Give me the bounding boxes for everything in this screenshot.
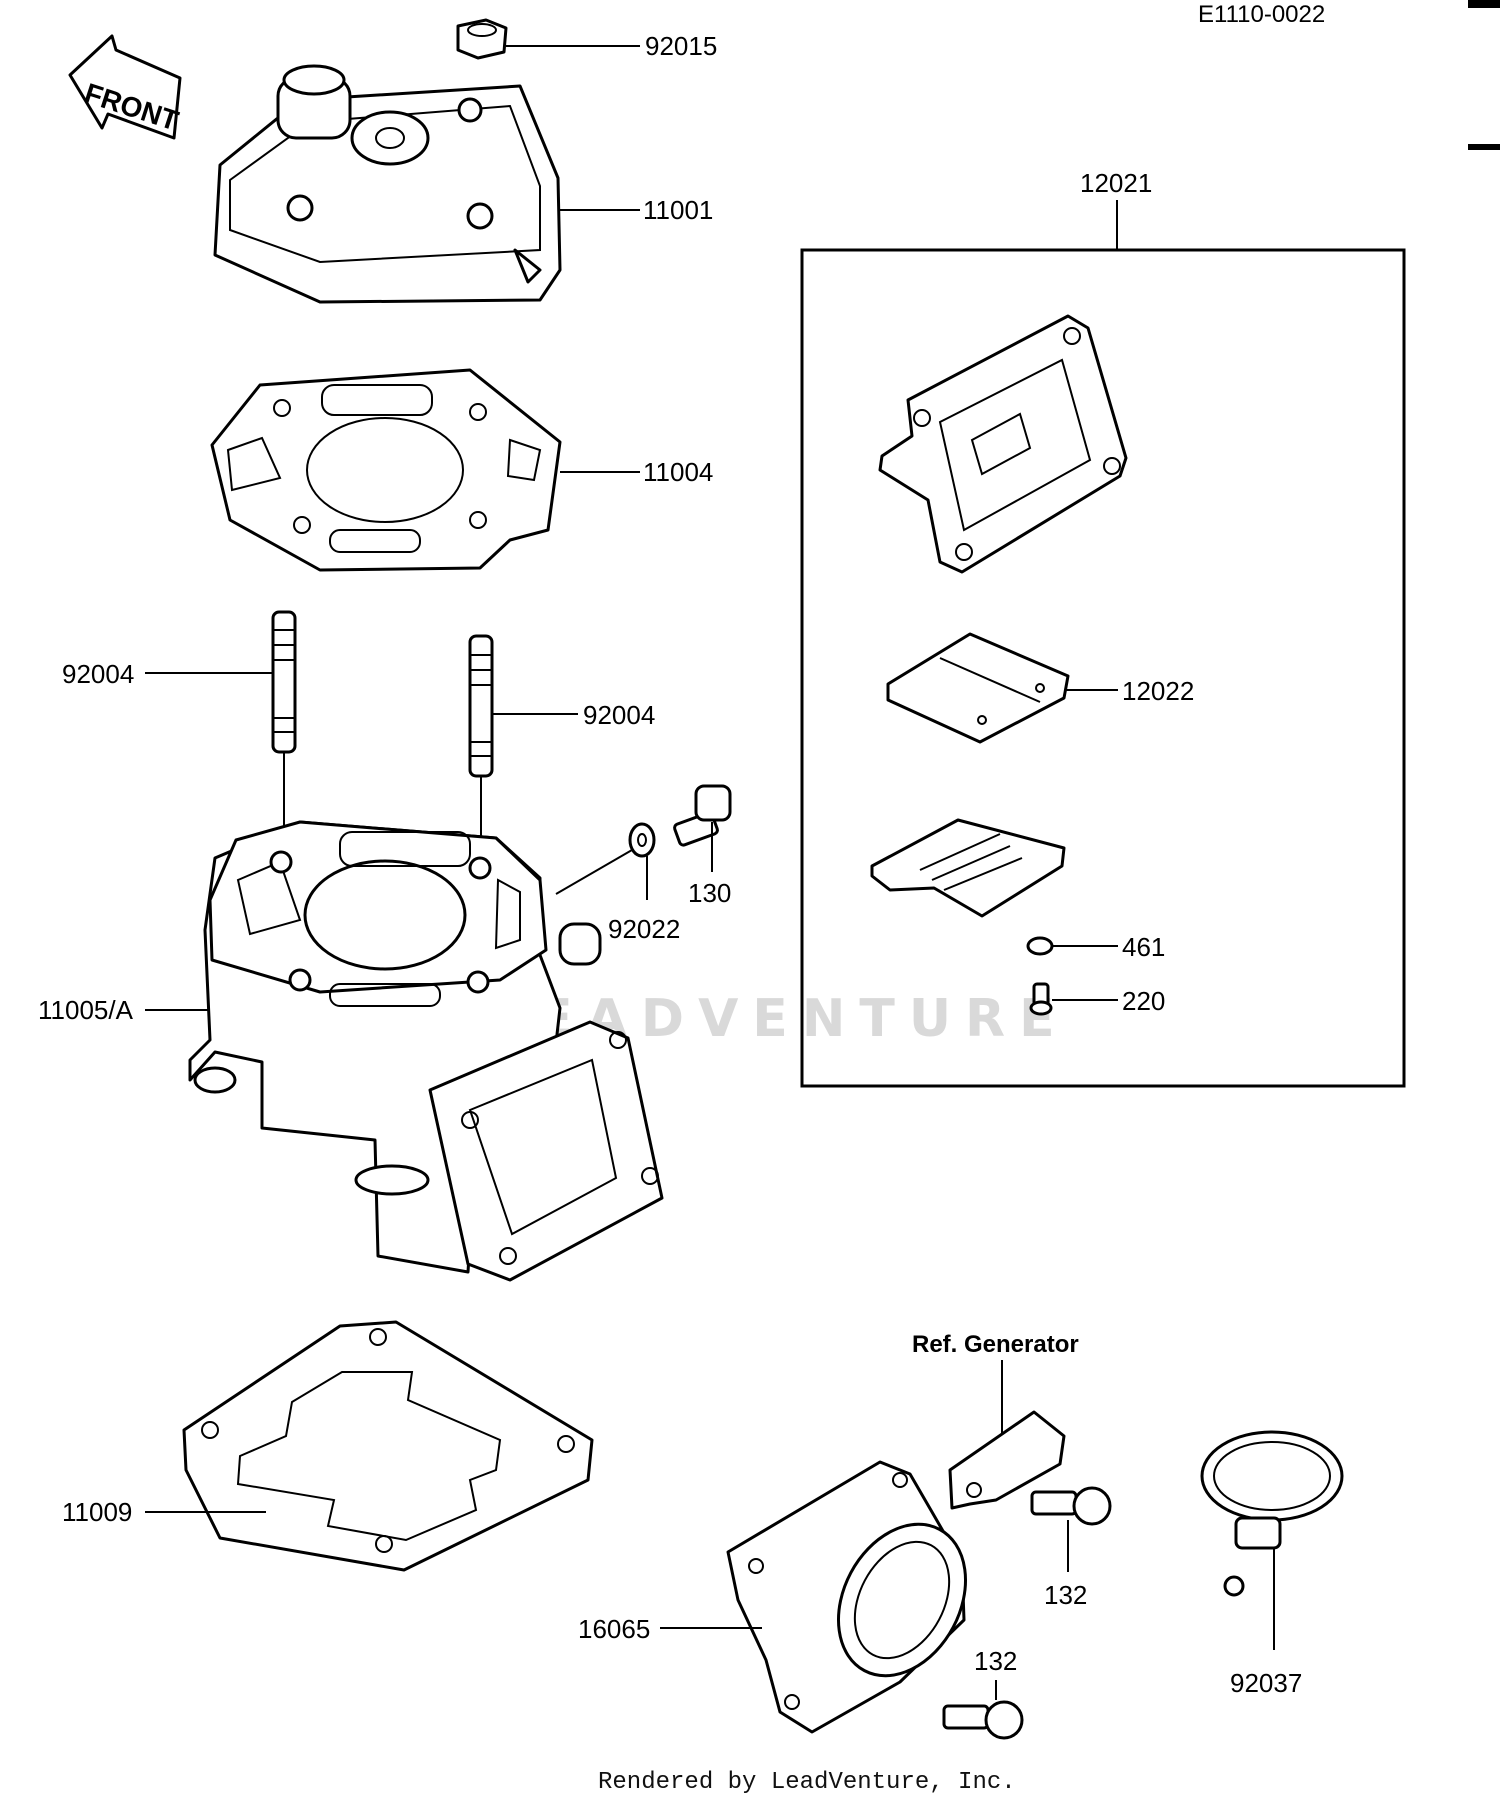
part-label[interactable]: 220 [1122,986,1165,1016]
part-label[interactable]: 11005/A [38,995,134,1025]
stud-92004-right[interactable]: 92004 [468,634,655,850]
front-arrow-icon: FRONT [68,34,182,140]
bolt-132-lower[interactable]: 132 [942,1646,1024,1740]
ref-generator-label[interactable]: Ref. Generator [912,1331,1079,1358]
nut-92015[interactable]: 92015 [456,18,717,61]
screw-220[interactable]: 220 [1029,982,1165,1016]
part-label[interactable]: 12022 [1122,676,1194,706]
part-label[interactable]: 11004 [643,457,713,487]
part-label[interactable]: 132 [1044,1580,1087,1610]
part-label[interactable]: 92015 [645,31,717,61]
intake-manifold-16065[interactable]: 16065 [578,1460,991,1734]
part-label[interactable]: 92004 [583,700,655,730]
reed-valve-assembly-12021[interactable]: 12021 [800,168,1406,1088]
part-label[interactable]: 461 [1122,932,1165,962]
part-label[interactable]: 92037 [1230,1668,1302,1698]
part-label[interactable]: 92022 [608,914,680,944]
reed-stopper[interactable] [870,818,1066,918]
edge-mark [1468,0,1500,8]
part-label[interactable]: 16065 [578,1614,650,1644]
footer-credit: Rendered by LeadVenture, Inc. [598,1769,1016,1796]
stud-92004-left[interactable]: 92004 [62,610,297,840]
part-label[interactable]: 130 [688,878,731,908]
part-label[interactable]: 132 [974,1646,1017,1676]
bolt-132-upper[interactable]: 132 [1030,1486,1112,1610]
part-label[interactable]: 92004 [62,659,134,689]
edge-mark [1468,144,1500,150]
generator-bracket[interactable]: Ref. Generator [912,1331,1079,1510]
cylinder-head-11001[interactable]: 11001 [213,64,713,304]
reed-cage[interactable] [878,314,1128,574]
part-label[interactable]: 11009 [62,1497,132,1527]
cylinder-11005a[interactable]: 11005/A [38,820,664,1282]
washer-92022[interactable]: 92022 [555,822,680,944]
part-label[interactable]: 12021 [1080,168,1152,198]
part-label[interactable]: 11001 [643,195,713,225]
clamp-92037[interactable]: 92037 [1200,1430,1344,1698]
head-gasket-11004[interactable]: 11004 [210,368,713,572]
reed-12022[interactable]: 12022 [886,632,1194,744]
base-gasket-11009[interactable]: 11009 [62,1320,594,1572]
washer-461[interactable]: 461 [1026,932,1165,962]
bolt-130[interactable]: 130 [673,784,732,908]
diagram-code: E1110-0022 [1198,1,1325,28]
